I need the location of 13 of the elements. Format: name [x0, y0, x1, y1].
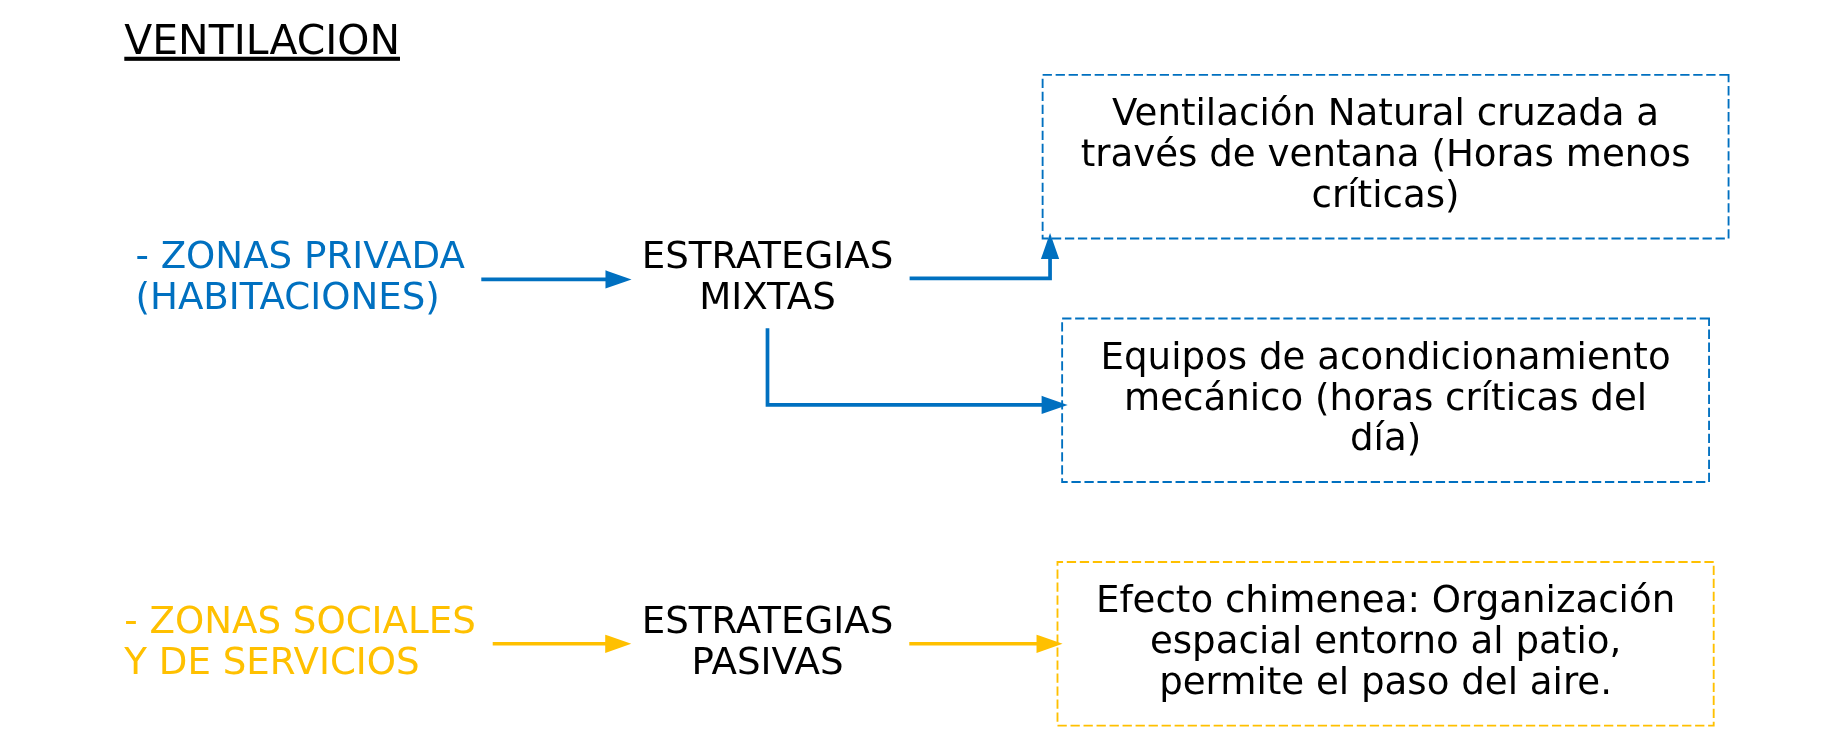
arrow [908, 634, 1063, 653]
arrow [492, 634, 631, 653]
node-text: ESTRATEGIAS MIXTAS [641, 233, 893, 319]
node-box: Equipos de acondicionamiento mecánico (horas críticas del día) [1060, 317, 1710, 483]
node-text: - ZONAS PRIVADA (HABITACIONES) [134, 233, 465, 319]
node-text: - ZONAS SOCIALES Y DE SERVICIOS [123, 597, 476, 683]
node-box: Ventilación Natural cruzada a través de ventana (Horas menos críticas) [1041, 74, 1729, 240]
arrow [480, 270, 632, 289]
arrow [909, 232, 1059, 281]
diagram-title: VENTILACION [123, 15, 400, 64]
arrow [765, 328, 1068, 415]
node-box: Efecto chimenea: Organización espacial entorno al patio, permite el paso del aire. [1056, 561, 1715, 727]
node-text: ESTRATEGIAS PASIVAS [641, 597, 893, 683]
